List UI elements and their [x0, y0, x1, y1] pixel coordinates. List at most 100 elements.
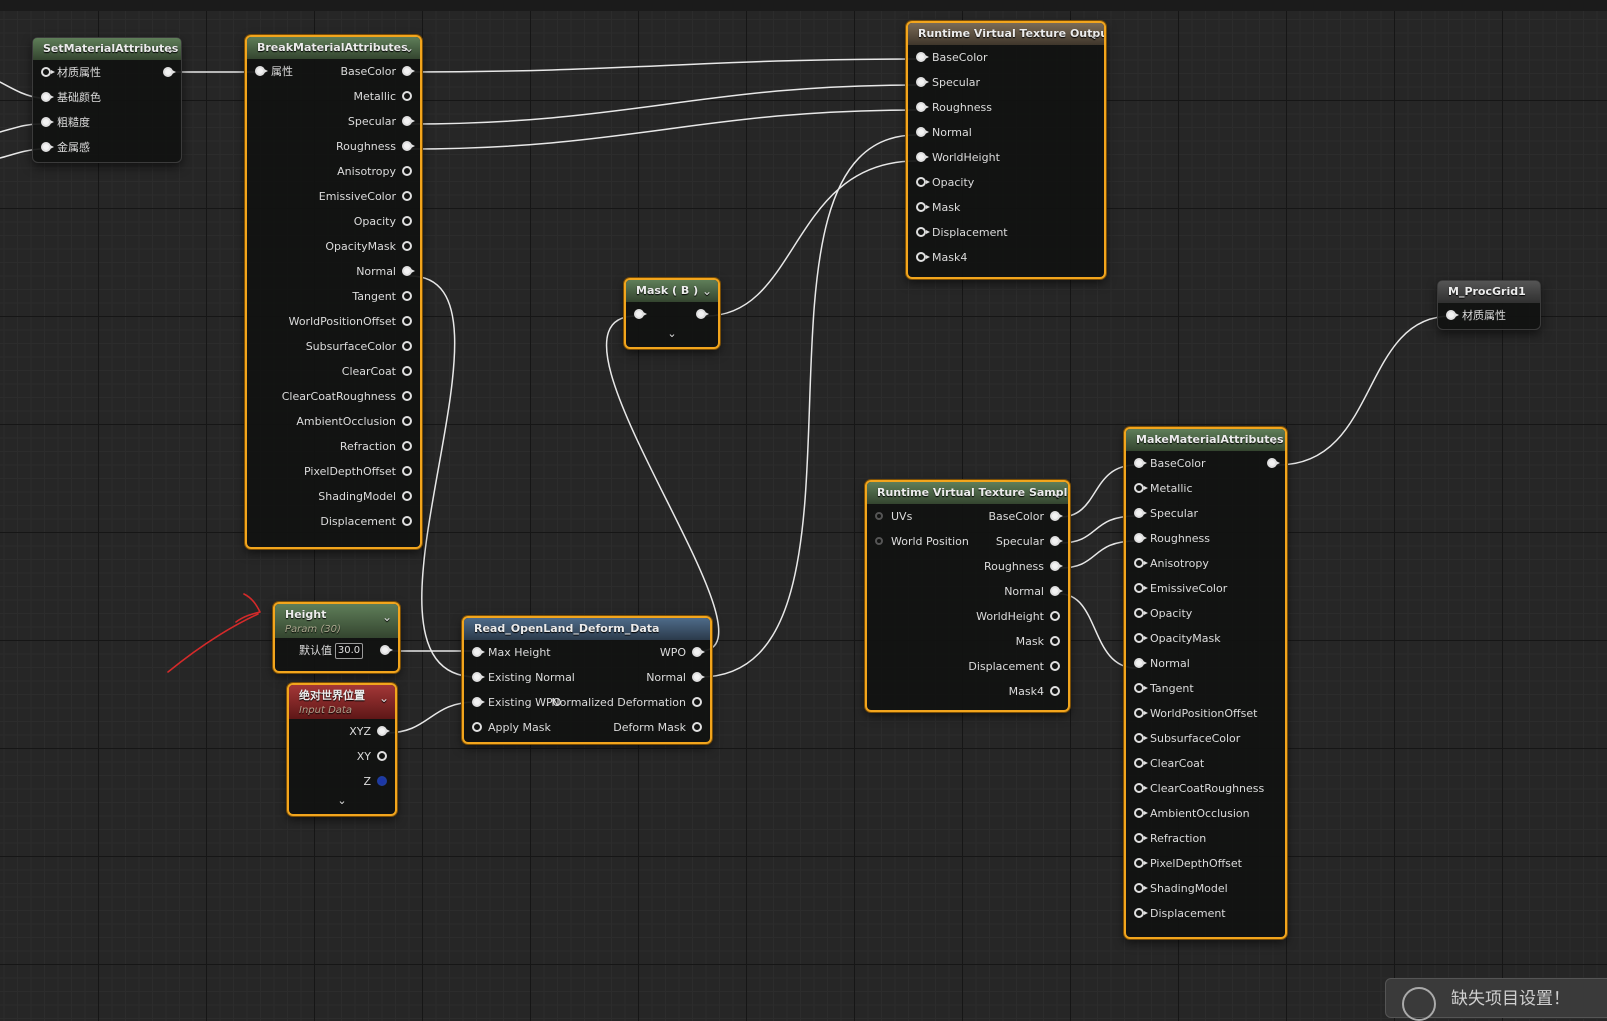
node-header[interactable]: M_ProcGrid1	[1438, 281, 1540, 303]
pin-row[interactable]: Mask4	[867, 679, 1068, 704]
input-pin[interactable]	[1134, 658, 1147, 668]
node-header[interactable]: SetMaterialAttributes ⌄	[33, 38, 181, 60]
pin-row[interactable]: 默认值 30.0	[275, 638, 398, 663]
pin-row[interactable]: Existing Normal Normal	[464, 665, 710, 690]
output-pin[interactable]	[402, 191, 412, 201]
pin-row[interactable]: Apply Mask Deform Mask	[464, 715, 710, 740]
pin-row[interactable]: Displacement	[247, 509, 420, 534]
pin-row[interactable]: UVs BaseColor	[867, 504, 1068, 529]
input-pin[interactable]	[1134, 583, 1148, 593]
input-pin[interactable]	[1134, 483, 1148, 493]
output-pin[interactable]	[696, 309, 709, 319]
chevron-down-icon[interactable]: ⌄	[1268, 433, 1279, 447]
pin-row[interactable]: Opacity	[247, 209, 420, 234]
pin-row[interactable]: Roughness	[1126, 526, 1285, 551]
pin-row[interactable]: WorldPositionOffset	[247, 309, 420, 334]
pin-row[interactable]: Specular	[1126, 501, 1285, 526]
pin-row[interactable]: Roughness	[867, 554, 1068, 579]
input-pin[interactable]	[1134, 733, 1148, 743]
pin-row[interactable]: Specular	[908, 70, 1104, 95]
input-pin[interactable]	[472, 697, 485, 707]
output-pin[interactable]	[402, 416, 412, 426]
output-pin[interactable]	[402, 91, 412, 101]
pin-row[interactable]: ShadingModel	[247, 484, 420, 509]
output-pin[interactable]	[377, 751, 387, 761]
input-pin[interactable]	[1134, 808, 1148, 818]
pin-row[interactable]: Mask	[908, 195, 1104, 220]
pin-row[interactable]: Roughness	[247, 134, 420, 159]
output-pin[interactable]	[1050, 636, 1060, 646]
output-pin[interactable]	[402, 516, 412, 526]
input-pin[interactable]	[916, 102, 929, 112]
input-pin[interactable]	[1134, 508, 1147, 518]
input-pin[interactable]	[1134, 558, 1148, 568]
deform-data-node[interactable]: Read_OpenLand_Deform_Data Max Height WPO…	[462, 616, 712, 744]
node-header[interactable]: Runtime Virtual Texture Sample ⌄	[867, 482, 1068, 504]
input-pin[interactable]	[1134, 908, 1148, 918]
pin-row[interactable]: Anisotropy	[247, 159, 420, 184]
pin-row[interactable]: Refraction	[247, 434, 420, 459]
pin-row[interactable]: XYZ	[289, 719, 395, 744]
node-header[interactable]: Read_OpenLand_Deform_Data	[464, 618, 710, 640]
pin-row[interactable]: Metallic	[247, 84, 420, 109]
pin-row[interactable]: WorldPositionOffset	[1126, 701, 1285, 726]
pin-row[interactable]: ClearCoat	[247, 359, 420, 384]
height-param-node[interactable]: Height Param (30) ⌄ 默认值 30.0	[273, 602, 400, 673]
output-pin[interactable]	[1050, 586, 1063, 596]
pin-row[interactable]: Displacement	[867, 654, 1068, 679]
make-material-attributes-node[interactable]: MakeMaterialAttributes ⌄ BaseColor Metal…	[1124, 427, 1287, 939]
set-material-attributes-node[interactable]: SetMaterialAttributes ⌄ 材质属性 基础颜色 粗糙度 金属…	[32, 37, 182, 163]
input-pin[interactable]	[1134, 608, 1148, 618]
expand-chevron-icon[interactable]: ⌄	[667, 327, 677, 340]
pin-row[interactable]: AmbientOcclusion	[1126, 801, 1285, 826]
input-pin[interactable]	[875, 512, 883, 520]
output-pin[interactable]	[402, 441, 412, 451]
pin-row[interactable]: Existing WPO Normalized Deformation	[464, 690, 710, 715]
output-pin[interactable]	[692, 672, 705, 682]
node-header[interactable]: Runtime Virtual Texture Output ⌄	[908, 23, 1104, 45]
output-pin[interactable]	[1050, 686, 1060, 696]
rvt-output-node[interactable]: Runtime Virtual Texture Output ⌄ BaseCol…	[906, 21, 1106, 279]
pin-row[interactable]: ClearCoat	[1126, 751, 1285, 776]
output-pin[interactable]	[380, 645, 393, 655]
input-pin[interactable]	[1134, 708, 1148, 718]
output-pin[interactable]	[1050, 661, 1060, 671]
input-pin[interactable]	[916, 77, 929, 87]
output-pin[interactable]	[163, 67, 176, 77]
pin-row[interactable]: 属性 BaseColor	[247, 59, 420, 84]
pin-row[interactable]: Mask	[867, 629, 1068, 654]
output-pin[interactable]	[402, 466, 412, 476]
pin-row[interactable]: Metallic	[1126, 476, 1285, 501]
pin-row[interactable]: WorldHeight	[867, 604, 1068, 629]
output-pin[interactable]	[402, 491, 412, 501]
chevron-down-icon[interactable]: ⌄	[378, 691, 389, 705]
pin-row[interactable]: EmissiveColor	[1126, 576, 1285, 601]
output-pin[interactable]	[402, 141, 415, 151]
pin-row[interactable]	[626, 302, 718, 327]
output-pin[interactable]	[692, 647, 705, 657]
output-pin[interactable]	[1050, 536, 1063, 546]
output-pin[interactable]	[692, 697, 702, 707]
output-pin[interactable]	[1050, 561, 1063, 571]
pin-row[interactable]: ShadingModel	[1126, 876, 1285, 901]
pin-row[interactable]: EmissiveColor	[247, 184, 420, 209]
chevron-down-icon[interactable]: ⌄	[381, 610, 392, 624]
input-pin[interactable]	[41, 92, 54, 102]
output-pin[interactable]	[1267, 458, 1280, 468]
output-pin[interactable]	[1050, 511, 1063, 521]
input-pin[interactable]	[1134, 833, 1148, 843]
pin-row[interactable]: Refraction	[1126, 826, 1285, 851]
pin-row[interactable]: Normal	[908, 120, 1104, 145]
pin-row[interactable]: Roughness	[908, 95, 1104, 120]
input-pin[interactable]	[41, 67, 55, 77]
mask-b-node[interactable]: Mask ( B ) ⌄ ⌄	[624, 278, 720, 349]
pin-row[interactable]: OpacityMask	[1126, 626, 1285, 651]
output-pin[interactable]	[692, 722, 702, 732]
input-pin[interactable]	[472, 647, 485, 657]
output-pin[interactable]	[402, 116, 415, 126]
node-header[interactable]: Height Param (30) ⌄	[275, 604, 398, 638]
expand-chevron-icon[interactable]: ⌄	[337, 794, 347, 807]
pin-row[interactable]: ClearCoatRoughness	[1126, 776, 1285, 801]
input-pin[interactable]	[1134, 858, 1148, 868]
pin-row[interactable]: SubsurfaceColor	[247, 334, 420, 359]
